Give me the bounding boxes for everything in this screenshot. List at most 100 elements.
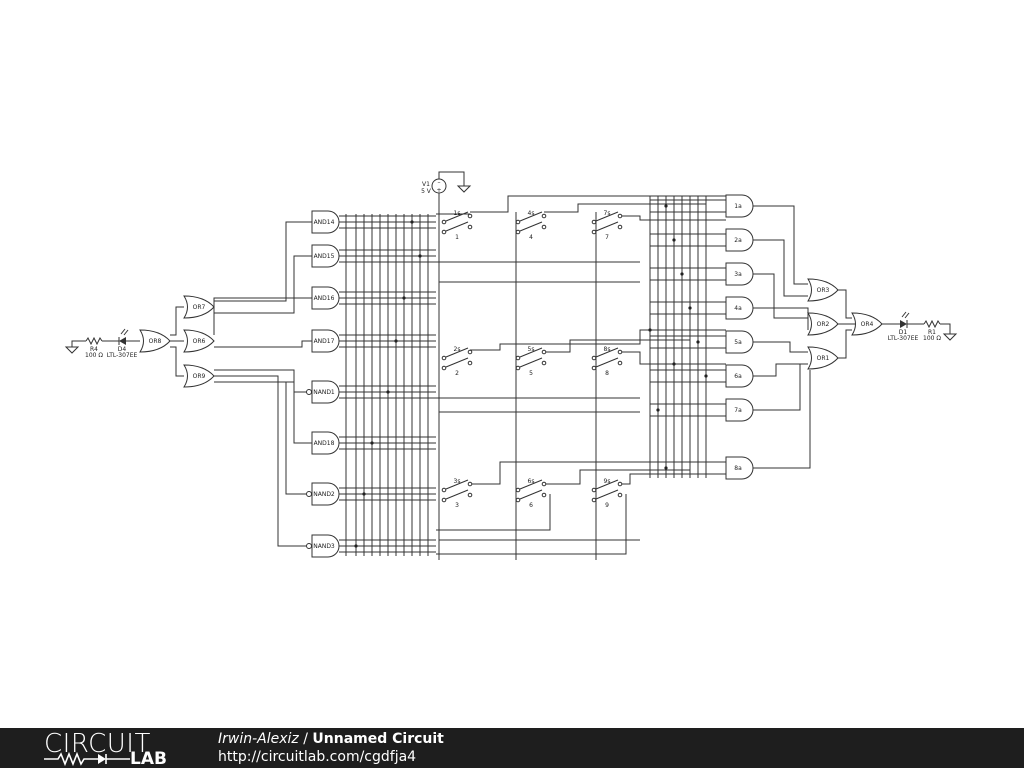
wire [748, 341, 808, 353]
or-gate-OR2[interactable]: OR2 [807, 312, 839, 336]
gate-label: NAND3 [313, 543, 335, 550]
wire [470, 195, 726, 213]
gate-label: OR7 [193, 304, 206, 311]
logo-text-lab: LAB [130, 749, 167, 769]
switch-lever [445, 489, 469, 500]
junction-dot [410, 220, 414, 224]
switch-contact [617, 481, 623, 487]
and-gate-AND16[interactable]: AND16 [311, 286, 340, 310]
and-gate-1a[interactable]: 1a [725, 194, 754, 218]
and-gate-2a[interactable]: 2a [725, 228, 754, 252]
diode-name: D4 [118, 346, 127, 353]
author-link[interactable]: Irwin-Alexiz [218, 731, 299, 747]
gate-label: OR4 [861, 321, 874, 328]
source-minus: – [438, 179, 441, 186]
or-gate-OR4[interactable]: OR4 [851, 312, 883, 336]
or-gate-OR8[interactable]: OR8 [139, 329, 171, 353]
junction-dot [664, 204, 668, 208]
junction-dot [362, 492, 366, 496]
wire [748, 364, 801, 411]
gate-body [807, 312, 839, 336]
wire [544, 203, 706, 213]
or-gate-OR3[interactable]: OR3 [807, 278, 839, 302]
switch-9[interactable]: 9s9 [591, 478, 623, 509]
and-gate-7a[interactable]: 7a [725, 398, 754, 422]
switch-top-label: 8s [604, 346, 611, 353]
wire [214, 255, 312, 314]
wire [748, 273, 808, 319]
or-gate-OR7[interactable]: OR7 [183, 295, 215, 319]
switch-5[interactable]: 5s5 [515, 346, 547, 377]
switch-3[interactable]: 3s3 [441, 478, 473, 509]
wire [436, 494, 551, 531]
switch-2[interactable]: 2s2 [441, 346, 473, 377]
ground-icon [456, 185, 472, 193]
switch-contact [591, 229, 597, 235]
voltage-source-v1[interactable]: –+ V15 V [421, 178, 447, 195]
switch-contact [467, 224, 473, 230]
gate-body [725, 330, 754, 354]
and-gate-4a[interactable]: 4a [725, 296, 754, 320]
gate-body [725, 398, 754, 422]
nand-gate-NAND1[interactable]: NAND1 [306, 380, 340, 404]
junction-dot [402, 296, 406, 300]
switch-contact [441, 219, 447, 225]
switch-lever [445, 479, 469, 490]
nand-gate-NAND3[interactable]: NAND3 [306, 534, 340, 558]
source-value: 5 V [421, 188, 432, 195]
circuitlab-logo[interactable]: CIRCUIT LAB [44, 730, 184, 769]
switch-1[interactable]: 1s1 [441, 210, 473, 241]
resistor-zigzag [923, 319, 941, 329]
nand-gate-NAND2[interactable]: NAND2 [306, 482, 340, 506]
and-gate-5a[interactable]: 5a [725, 330, 754, 354]
diode-part: LTL-307EE [888, 335, 919, 342]
wire [544, 469, 690, 485]
resistor-name: R4 [90, 346, 98, 353]
gate-body [725, 262, 754, 286]
switch-bottom-label: 1 [455, 234, 459, 241]
and-gate-AND14[interactable]: AND14 [311, 210, 340, 234]
switch-7[interactable]: 7s7 [591, 210, 623, 241]
gate-label: AND14 [314, 219, 335, 226]
gate-label: OR9 [193, 373, 206, 380]
or-gate-OR6[interactable]: OR6 [183, 329, 215, 353]
or-gate-OR1[interactable]: OR1 [807, 346, 839, 370]
gate-body [311, 380, 340, 404]
gate-label: 6a [734, 373, 742, 380]
switch-bottom-label: 2 [455, 370, 459, 377]
switch-lever [519, 357, 543, 368]
switch-4[interactable]: 4s4 [515, 210, 547, 241]
switch-contact [515, 487, 521, 493]
and-gate-AND17[interactable]: AND17 [311, 329, 340, 353]
and-gate-6a[interactable]: 6a [725, 364, 754, 388]
switch-lever [519, 221, 543, 232]
circuit-url[interactable]: http://circuitlab.com/cgdfja4 [218, 749, 417, 765]
gate-label: OR1 [817, 355, 830, 362]
and-gate-AND18[interactable]: AND18 [311, 431, 340, 455]
switch-bottom-label: 5 [529, 370, 533, 377]
gate-label: OR8 [149, 338, 162, 345]
switch-8[interactable]: 8s8 [591, 346, 623, 377]
junction-dot [370, 441, 374, 445]
light-ray [901, 311, 907, 318]
switch-top-label: 9s [604, 478, 611, 485]
or-gate-OR9[interactable]: OR9 [183, 364, 215, 388]
switch-6[interactable]: 6s6 [515, 478, 547, 509]
ground-icon [942, 333, 958, 341]
and-gate-3a[interactable]: 3a [725, 262, 754, 286]
gate-label: 2a [734, 237, 742, 244]
switch-lever [519, 489, 543, 500]
source-plus: + [436, 187, 441, 194]
and-gate-8a[interactable]: 8a [725, 456, 754, 480]
and-gate-AND15[interactable]: AND15 [311, 244, 340, 268]
resistor-value: 100 Ω [85, 352, 103, 359]
switch-contact [515, 355, 521, 361]
source-name: V1 [422, 181, 430, 188]
junction-dot [680, 272, 684, 276]
switch-contact [441, 355, 447, 361]
